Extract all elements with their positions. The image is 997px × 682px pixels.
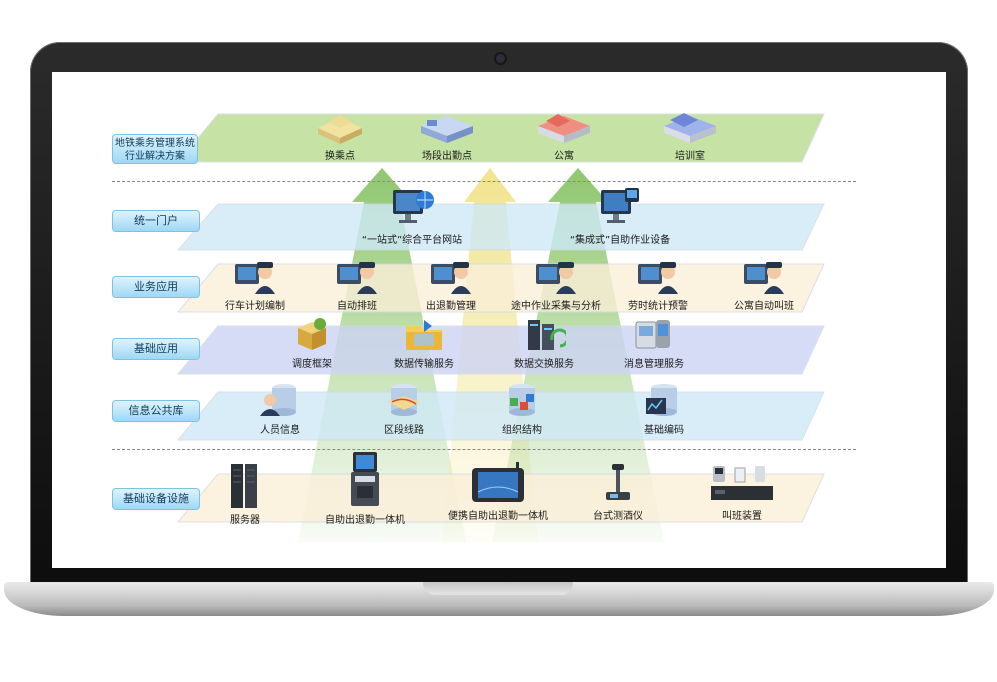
caption: 劳时统计预警 bbox=[628, 301, 688, 312]
caption: 基础编码 bbox=[644, 425, 684, 436]
screen: 地铁乘务管理系统 行业解决方案 统一门户 业务应用 基础应用 信息公共库 基础设… bbox=[52, 72, 946, 568]
caption: 数据传输服务 bbox=[394, 359, 454, 370]
caption: 叫班装置 bbox=[722, 511, 762, 522]
node-org-structure: 组织结构 bbox=[457, 380, 587, 436]
officer-computer-icon bbox=[536, 262, 576, 294]
node-enroute-collection: 途中作业采集与分析 bbox=[491, 258, 621, 312]
caption: “一站式”综合平台网站 bbox=[361, 235, 463, 246]
camera-icon bbox=[496, 54, 505, 63]
node-breathalyzer: 台式测酒仪 bbox=[553, 462, 683, 522]
node-data-exchange: 数据交换服务 bbox=[479, 316, 609, 370]
label-top: 地铁乘务管理系统 行业解决方案 bbox=[112, 134, 198, 164]
officer-computer-icon bbox=[235, 262, 275, 294]
caption: 公寓 bbox=[554, 151, 574, 162]
label-devices: 基础设备设施 bbox=[112, 488, 200, 510]
node-kiosk: 自助出退勤一体机 bbox=[300, 450, 430, 526]
officer-computer-icon bbox=[337, 262, 377, 294]
building-icon-purple bbox=[664, 113, 716, 143]
caption: 人员信息 bbox=[260, 425, 300, 436]
caption: 自动排班 bbox=[337, 301, 377, 312]
node-apartment: 公寓 bbox=[499, 106, 629, 162]
caption: 消息管理服务 bbox=[624, 359, 684, 370]
caption: 培训室 bbox=[675, 151, 705, 162]
caption: 换乘点 bbox=[325, 151, 355, 162]
caption: 行车计划编制 bbox=[225, 301, 285, 312]
caption: 服务器 bbox=[230, 515, 260, 526]
caption: 区段线路 bbox=[384, 425, 424, 436]
node-message-mgmt: 消息管理服务 bbox=[589, 316, 719, 370]
node-auto-schedule: 自动排班 bbox=[292, 258, 422, 312]
node-personnel-info: 人员信息 bbox=[215, 380, 345, 436]
folder-transfer-icon bbox=[406, 320, 442, 350]
node-section-route: 区段线路 bbox=[339, 380, 469, 436]
officer-computer-icon bbox=[744, 262, 784, 294]
node-server: 服务器 bbox=[180, 460, 310, 526]
band-portal bbox=[176, 203, 825, 251]
package-icon bbox=[298, 318, 326, 350]
caption: 组织结构 bbox=[502, 425, 542, 436]
node-integrated-device: “集成式”自助作业设备 bbox=[555, 186, 685, 246]
node-transfer-point: 换乘点 bbox=[275, 106, 405, 162]
caption: 调度框架 bbox=[292, 359, 332, 370]
kiosk-icon bbox=[351, 452, 379, 506]
node-call-device: 叫班装置 bbox=[677, 462, 807, 522]
caption: 途中作业采集与分析 bbox=[511, 301, 601, 312]
server-rack-icon bbox=[231, 464, 257, 508]
building-icon-red bbox=[538, 114, 590, 143]
caption: 台式测酒仪 bbox=[593, 511, 643, 522]
node-portable-terminal: 便携自助出退勤一体机 bbox=[433, 462, 563, 522]
node-depot-attendance: 场段出勤点 bbox=[382, 106, 512, 162]
portable-terminal-icon bbox=[472, 462, 524, 502]
label-base-app: 基础应用 bbox=[112, 338, 200, 360]
node-work-hours-alert: 劳时统计预警 bbox=[593, 258, 723, 312]
database-org-icon bbox=[509, 384, 535, 416]
caption: 便携自助出退勤一体机 bbox=[448, 511, 548, 522]
node-base-code: 基础编码 bbox=[599, 380, 729, 436]
building-icon-yellow bbox=[318, 115, 362, 144]
database-code-icon bbox=[646, 384, 677, 416]
node-training-room: 培训室 bbox=[625, 106, 755, 162]
breathalyzer-icon bbox=[606, 464, 630, 500]
label-library: 信息公共库 bbox=[112, 400, 200, 422]
node-apartment-wakeup: 公寓自动叫班 bbox=[699, 258, 829, 312]
database-route-icon bbox=[388, 384, 420, 416]
database-person-icon bbox=[260, 384, 296, 416]
label-top-line2: 行业解决方案 bbox=[125, 151, 185, 162]
laptop-notch bbox=[423, 582, 573, 595]
divider-bottom bbox=[112, 449, 856, 450]
server-exchange-icon bbox=[528, 320, 566, 350]
caption: 数据交换服务 bbox=[514, 359, 574, 370]
caption: 自助出退勤一体机 bbox=[325, 515, 405, 526]
monitor-device-icon bbox=[601, 188, 639, 223]
label-business: 业务应用 bbox=[112, 276, 200, 298]
node-portal-website: “一站式”综合平台网站 bbox=[347, 186, 477, 246]
label-top-line1: 地铁乘务管理系统 bbox=[115, 138, 195, 149]
call-device-icon bbox=[711, 466, 773, 500]
node-dispatch-framework: 调度框架 bbox=[247, 316, 377, 370]
label-portal: 统一门户 bbox=[112, 210, 200, 232]
caption: 场段出勤点 bbox=[422, 151, 472, 162]
building-icon-blue bbox=[421, 116, 473, 143]
layer-bands bbox=[176, 113, 825, 523]
node-data-transfer: 数据传输服务 bbox=[359, 316, 489, 370]
node-attendance-mgmt: 出退勤管理 bbox=[386, 258, 516, 312]
node-train-plan: 行车计划编制 bbox=[190, 258, 320, 312]
officer-computer-icon bbox=[431, 262, 471, 294]
caption: 公寓自动叫班 bbox=[734, 301, 794, 312]
caption: 出退勤管理 bbox=[426, 301, 476, 312]
divider-top bbox=[112, 181, 856, 182]
phone-message-icon bbox=[635, 320, 670, 349]
monitor-globe-icon bbox=[393, 190, 434, 223]
officer-computer-icon bbox=[638, 262, 678, 294]
caption: “集成式”自助作业设备 bbox=[569, 235, 671, 246]
